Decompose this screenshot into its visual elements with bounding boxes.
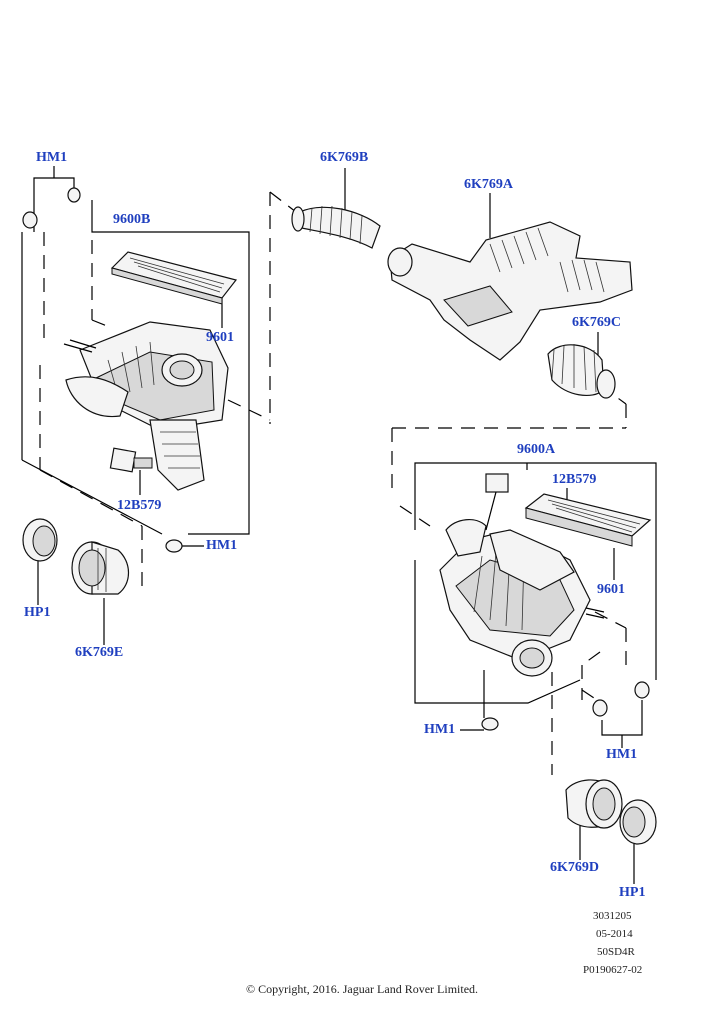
grommets-hm1-right[interactable]: [481, 681, 650, 731]
air-cleaner-9600b[interactable]: [63, 321, 229, 491]
callout-12b579-left[interactable]: 12B579: [117, 498, 162, 513]
meta-reference: P0190627-02: [583, 964, 643, 976]
callout-9601-right[interactable]: 9601: [597, 582, 625, 597]
callout-hm1-left-bottom[interactable]: HM1: [206, 538, 238, 553]
intake-hose-6k769c[interactable]: [547, 344, 616, 399]
callout-6k769b[interactable]: 6K769B: [320, 150, 369, 165]
air-filter-9601-right[interactable]: [524, 493, 652, 547]
seal-hp1-right[interactable]: [619, 799, 657, 845]
air-intake-6k769a[interactable]: [387, 221, 633, 361]
callout-hm1-top-left[interactable]: HM1: [36, 150, 68, 165]
callout-12b579-right[interactable]: 12B579: [552, 472, 597, 487]
meta-model: 50SD4R: [597, 946, 635, 958]
air-filter-9601-left[interactable]: [110, 251, 238, 305]
callout-9600a[interactable]: 9600A: [517, 442, 556, 457]
callout-6k769a[interactable]: 6K769A: [464, 177, 513, 192]
callout-hm1-right[interactable]: HM1: [606, 747, 638, 762]
meta-date: 05-2014: [596, 928, 633, 940]
callout-6k769d[interactable]: 6K769D: [550, 860, 599, 875]
grommets-hm1-left[interactable]: [22, 187, 183, 553]
meta-code: 3031205: [593, 910, 632, 922]
mass-air-flow-sensor-12b579-left[interactable]: [109, 447, 153, 473]
copyright-notice: © Copyright, 2016. Jaguar Land Rover Lim…: [245, 982, 479, 996]
air-duct-6k769e[interactable]: [71, 541, 130, 595]
mass-air-flow-sensor-12b579-right[interactable]: [485, 473, 509, 531]
callout-6k769e[interactable]: 6K769E: [75, 645, 124, 660]
intake-hose-6k769b[interactable]: [291, 205, 381, 249]
callout-hp1-left[interactable]: HP1: [24, 605, 51, 620]
callout-hm1-right-mid[interactable]: HM1: [424, 722, 456, 737]
air-cleaner-9600a[interactable]: [439, 519, 605, 677]
callout-9601-left[interactable]: 9601: [206, 330, 234, 345]
air-duct-6k769d[interactable]: [565, 779, 623, 829]
callout-hp1-right[interactable]: HP1: [619, 885, 646, 900]
right-bracket-lines: [391, 384, 657, 884]
seal-hp1-left[interactable]: [22, 518, 58, 562]
callout-6k769c[interactable]: 6K769C: [572, 315, 621, 330]
callout-9600b[interactable]: 9600B: [113, 212, 151, 227]
